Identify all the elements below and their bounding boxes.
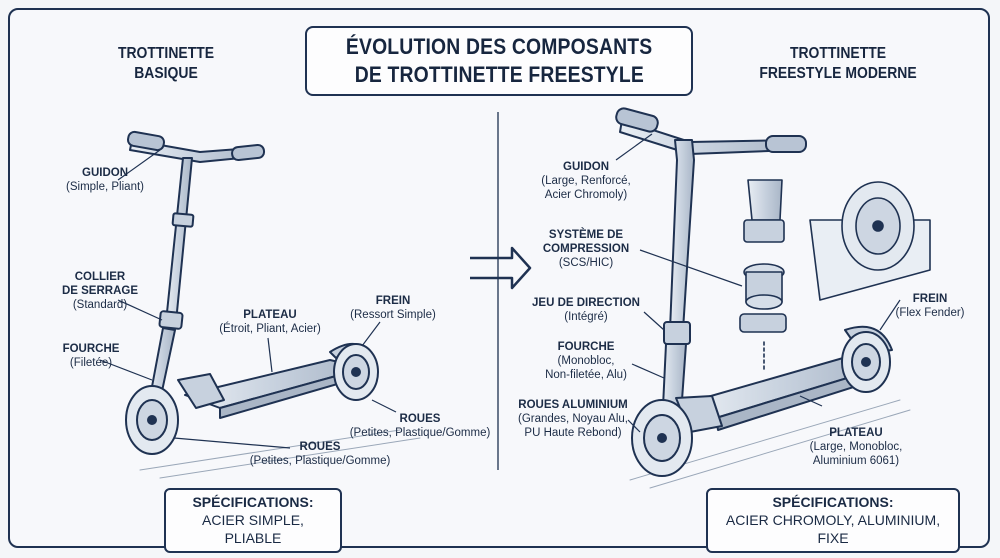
label-roues-rear-basic: ROUES (Petites, Plastique/Gomme)	[349, 413, 491, 439]
label-guidon-freestyle: GUIDON (Large, Renforcé, Acier Chromoly)	[541, 161, 631, 201]
label-frein-freestyle: FREIN (Flex Fender)	[895, 293, 965, 319]
label-frein-basic: FREIN (Ressort Simple)	[350, 295, 436, 321]
title-line-2: DE TROTTINETTE FREESTYLE	[354, 62, 644, 87]
diagram-title: ÉVOLUTION DES COMPOSANTS DE TROTTINETTE …	[305, 26, 693, 96]
freestyle-scooter-illustration	[615, 107, 931, 489]
label-roues-freestyle: ROUES ALUMINIUM (Grandes, Noyau Alu, PU …	[518, 399, 628, 439]
label-roues-front-basic: ROUES (Petites, Plastique/Gomme)	[249, 441, 391, 467]
label-direction-freestyle: JEU DE DIRECTION (Intégré)	[532, 297, 640, 323]
label-compression-freestyle: SYSTÈME DE COMPRESSION (SCS/HIC)	[542, 229, 630, 269]
label-plateau-basic: PLATEAU (Étroit, Pliant, Acier)	[219, 309, 321, 335]
left-heading: TROTTINETTE BASIQUE	[117, 45, 215, 82]
arrow-right-icon	[470, 246, 532, 290]
label-fourche-freestyle: FOURCHE (Monobloc, Non-filetée, Alu)	[545, 341, 627, 381]
label-collier-basic: COLLIER DE SERRAGE (Standard)	[61, 271, 139, 311]
right-heading: TROTTINETTE FREESTYLE MODERNE	[759, 45, 917, 82]
label-plateau-freestyle: PLATEAU (Large, Monobloc, Aluminium 6061…	[809, 427, 903, 467]
label-fourche-basic: FOURCHE (Filetée)	[62, 343, 120, 369]
label-guidon-basic: GUIDON (Simple, Pliant)	[66, 167, 144, 193]
title-line-1: ÉVOLUTION DES COMPOSANTS	[345, 34, 653, 59]
spec-box-basic: SPÉCIFICATIONS: ACIER SIMPLE, PLIABLE	[164, 488, 342, 553]
spec-box-freestyle: SPÉCIFICATIONS: ACIER CHROMOLY, ALUMINIU…	[706, 488, 960, 553]
